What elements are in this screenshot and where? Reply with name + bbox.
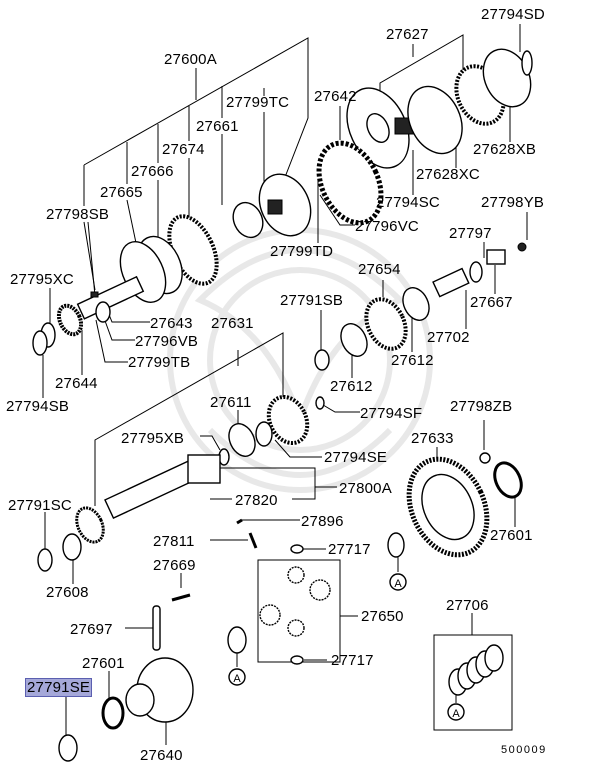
part-label-27799TB[interactable]: 27799TB bbox=[128, 354, 191, 371]
part-label-27820[interactable]: 27820 bbox=[235, 492, 278, 509]
part-label-27798SB[interactable]: 27798SB bbox=[46, 206, 110, 223]
part-label-27697[interactable]: 27697 bbox=[70, 621, 113, 638]
part-label-27795XB[interactable]: 27795XB bbox=[121, 430, 185, 447]
part-label-27633[interactable]: 27633 bbox=[411, 430, 454, 447]
part-label-27798ZB[interactable]: 27798ZB bbox=[450, 398, 513, 415]
diagram-code: 500009 bbox=[501, 744, 547, 756]
part-label-27794SC[interactable]: 27794SC bbox=[376, 194, 440, 211]
reference-a-marker-3 bbox=[447, 703, 465, 721]
part-label-27791SC[interactable]: 27791SC bbox=[8, 497, 72, 514]
part-label-27796VC[interactable]: 27796VC bbox=[355, 218, 419, 235]
reference-a-marker-1 bbox=[389, 573, 407, 591]
reference-markers: A A A bbox=[228, 573, 465, 721]
part-label-27795XC[interactable]: 27795XC bbox=[10, 271, 74, 288]
part-label-27791SB[interactable]: 27791SB bbox=[280, 292, 344, 309]
part-label-27799TD[interactable]: 27799TD bbox=[270, 243, 334, 260]
part-label-27896[interactable]: 27896 bbox=[301, 513, 344, 530]
part-label-27800A[interactable]: 27800A bbox=[339, 480, 392, 497]
part-label-27791SE-selected[interactable]: 27791SE bbox=[24, 678, 93, 697]
part-label-27640[interactable]: 27640 bbox=[140, 747, 183, 764]
part-label-27798YB[interactable]: 27798YB bbox=[481, 194, 545, 211]
svg-text:A: A bbox=[394, 578, 402, 590]
part-drawings bbox=[32, 48, 533, 762]
part-label-27666[interactable]: 27666 bbox=[131, 163, 174, 180]
part-label-27608[interactable]: 27608 bbox=[46, 584, 89, 601]
part-label-27600A[interactable]: 27600A bbox=[164, 51, 217, 68]
part-label-27706[interactable]: 27706 bbox=[446, 597, 489, 614]
part-label-27612-a[interactable]: 27612 bbox=[391, 352, 434, 369]
part-label-27631[interactable]: 27631 bbox=[211, 315, 254, 332]
part-label-27627[interactable]: 27627 bbox=[386, 26, 429, 43]
part-label-27794SE[interactable]: 27794SE bbox=[324, 449, 388, 466]
reference-a-marker-2 bbox=[228, 668, 246, 686]
part-label-27644[interactable]: 27644 bbox=[55, 375, 98, 392]
part-label-27642[interactable]: 27642 bbox=[314, 88, 357, 105]
part-label-27654[interactable]: 27654 bbox=[358, 261, 401, 278]
part-label-27667[interactable]: 27667 bbox=[470, 294, 513, 311]
svg-text:A: A bbox=[452, 708, 460, 720]
part-label-27628XC[interactable]: 27628XC bbox=[416, 166, 480, 183]
part-label-27794SB[interactable]: 27794SB bbox=[6, 398, 70, 415]
part-label-27650[interactable]: 27650 bbox=[361, 608, 404, 625]
part-label-27811[interactable]: 27811 bbox=[153, 533, 195, 550]
part-label-27717-b[interactable]: 27717 bbox=[331, 652, 374, 669]
part-label-27794SD[interactable]: 27794SD bbox=[481, 6, 545, 23]
part-label-27702[interactable]: 27702 bbox=[427, 329, 470, 346]
part-label-27674[interactable]: 27674 bbox=[162, 141, 205, 158]
part-label-27669[interactable]: 27669 bbox=[153, 557, 196, 574]
part-label-27796VB[interactable]: 27796VB bbox=[135, 333, 199, 350]
part-label-27794SF[interactable]: 27794SF bbox=[360, 405, 423, 422]
part-label-27612-b[interactable]: 27612 bbox=[330, 378, 373, 395]
part-label-27799TC[interactable]: 27799TC bbox=[226, 94, 290, 111]
part-label-27628XB[interactable]: 27628XB bbox=[473, 141, 537, 158]
part-label-27797[interactable]: 27797 bbox=[449, 225, 492, 242]
part-label-27601-b[interactable]: 27601 bbox=[82, 655, 125, 672]
part-label-27643[interactable]: 27643 bbox=[150, 315, 193, 332]
part-label-27665[interactable]: 27665 bbox=[100, 184, 143, 201]
svg-text:A: A bbox=[233, 673, 241, 685]
part-label-27661[interactable]: 27661 bbox=[196, 118, 239, 135]
part-label-27601-a[interactable]: 27601 bbox=[490, 527, 533, 544]
part-label-27611[interactable]: 27611 bbox=[210, 394, 252, 411]
part-label-27717-a[interactable]: 27717 bbox=[328, 541, 371, 558]
